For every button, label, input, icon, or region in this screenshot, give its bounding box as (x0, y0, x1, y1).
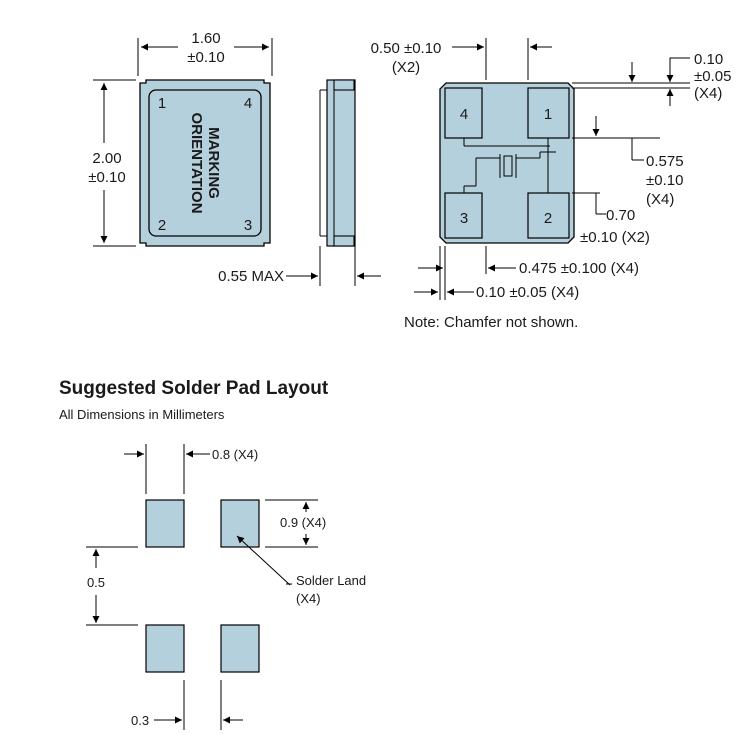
land-qty: (X4) (296, 591, 321, 606)
padw2-value: 0.475 ±0.100 (X4) (519, 260, 639, 277)
pin-label-1: 1 (158, 95, 166, 112)
landw-value: 0.8 (X4) (212, 447, 258, 462)
side-view: 0.55 MAX (218, 79, 381, 286)
pin-label-3: 3 (244, 217, 252, 234)
solder-pad-layout: Suggested Solder Pad Layout All Dimensio… (59, 378, 366, 730)
land-bottom-right (220, 624, 260, 673)
side-lid-top (333, 79, 355, 91)
top-view: 1.60 ±0.10 2.00 ±0.10 1 4 2 3 MARKING OR… (88, 30, 273, 247)
hgap-value: 0.3 (131, 713, 149, 728)
padw-value: 0.50 ±0.10 (371, 40, 442, 57)
edge-leader (669, 57, 690, 62)
land-label: Solder Land (296, 573, 366, 588)
layout-title: Suggested Solder Pad Layout (59, 378, 329, 399)
crystal-symbol (463, 138, 556, 193)
edge-qty: (X4) (694, 85, 722, 102)
padw-qty: (X2) (392, 59, 420, 76)
height-value: 2.00 (92, 150, 121, 167)
pitch-qty: (X4) (646, 191, 674, 208)
land-bottom-left (145, 624, 185, 673)
bottom-pad-2 (527, 192, 570, 239)
width-value: 1.60 (191, 30, 220, 47)
package-body (139, 79, 271, 247)
bottom-pin-2: 2 (544, 210, 552, 227)
padlen-tolerance: ±0.10 (X2) (580, 229, 650, 246)
layout-subtitle: All Dimensions in Millimeters (59, 407, 225, 422)
marking-text: MARKING ORIENTATION (188, 112, 222, 213)
width-tolerance: ±0.10 (187, 49, 224, 66)
bottom-pin-1: 1 (544, 106, 552, 123)
bottom-pin-3: 3 (460, 210, 468, 227)
edge-value: 0.10 (694, 51, 723, 68)
bottom-pad-4 (444, 87, 483, 139)
chamfer-note: Note: Chamfer not shown. (404, 314, 578, 331)
side-height-value: 0.55 MAX (218, 268, 284, 285)
pin-label-4: 4 (244, 95, 252, 112)
bottom-pin-4: 4 (460, 106, 468, 123)
pitch-value: 0.575 (646, 153, 684, 170)
land-leader (236, 535, 291, 586)
side-base (326, 79, 356, 247)
land-top-right (220, 499, 260, 548)
gap-value: 0.10 ±0.05 (X4) (476, 284, 579, 301)
bottom-view: 4 1 3 2 0.50 ±0.10 (X2) (371, 38, 731, 331)
vgap-value: 0.5 (87, 575, 105, 590)
marking-line-1: MARKING (205, 127, 222, 199)
land-top-left (145, 499, 185, 548)
lid-outline (148, 89, 262, 237)
landh-value: 0.9 (X4) (280, 515, 326, 530)
pin-label-2: 2 (158, 217, 166, 234)
marking-line-2: ORIENTATION (188, 112, 205, 213)
side-lid-bottom (333, 235, 355, 247)
pitch-tolerance: ±0.10 (646, 172, 683, 189)
padlen-value: 0.70 (606, 207, 635, 224)
bottom-pad-1 (527, 87, 570, 139)
edge-tolerance: ±0.05 (694, 68, 731, 85)
height-tolerance: ±0.10 (88, 169, 125, 186)
